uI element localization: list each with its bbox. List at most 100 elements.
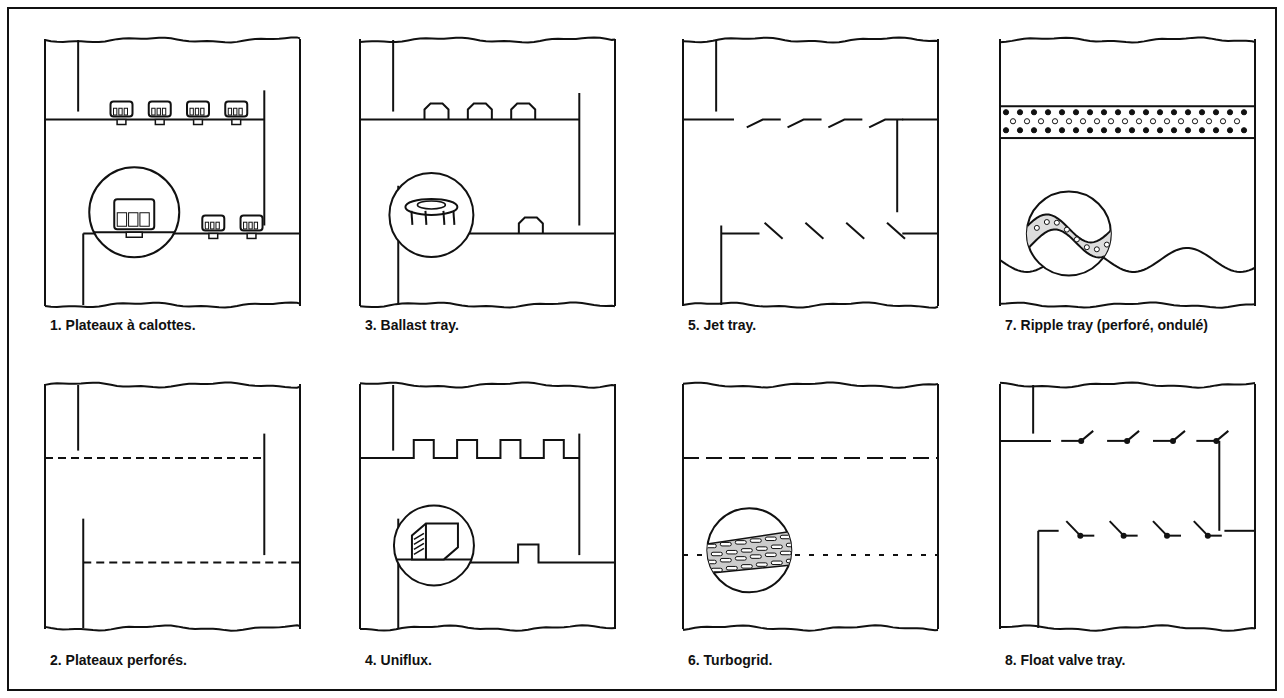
perforation [1003,110,1008,115]
tray-deck [360,119,579,121]
tray-deck [683,119,734,121]
ripple-band [1000,106,1255,138]
tray-panel [1000,382,1255,630]
figure-caption: 4. Uniflux. [363,651,434,669]
column-edge [45,37,300,42]
perforation [1157,110,1162,115]
column-edge [683,625,938,630]
grid-slot [735,541,746,545]
perforation [1031,110,1036,115]
bubble-cap [202,215,224,230]
grid-slot [720,542,731,546]
perforation [1143,110,1148,115]
perforation [1073,110,1078,115]
grid-slot [705,544,716,548]
perforation [1101,110,1106,115]
valve-hinge [1121,533,1127,539]
perforation [1206,119,1211,124]
detail-view [1019,214,1126,257]
jet-tab [788,120,822,128]
figure-caption: 6. Turbogrid. [686,651,775,669]
cap-slot [228,108,231,115]
valve-disc [417,201,445,209]
tray-deck [1038,530,1058,532]
column-wall [44,39,46,306]
valve-hinge [1170,438,1176,444]
grid-slot [735,557,746,561]
grid-slot [756,563,767,567]
riser [194,120,203,125]
valve-leg [425,211,426,225]
detail-view [699,530,799,574]
tray-panel [683,37,938,307]
detail-circle [89,167,179,257]
float-valve [1194,521,1208,536]
detail-circle [389,173,473,257]
perforation [1129,128,1134,133]
grid-deck [683,457,938,459]
valve-hinge [1164,533,1170,539]
tray-deck [45,457,264,459]
downcomer [263,434,265,555]
column-edge [45,382,300,387]
column-wall [937,39,939,306]
perforation [1227,110,1232,115]
perforation [1066,119,1071,124]
cap-slot [201,108,204,115]
downcomer [578,434,580,555]
perforation [1234,119,1239,124]
perforation [1150,119,1155,124]
riser [232,120,241,125]
downcomer [82,519,84,628]
column-edge [1000,37,1255,42]
column-wall [682,39,684,306]
grid-slot [711,568,722,572]
column-edge [683,382,938,387]
grid-slot [771,545,782,549]
detail-circle [394,505,474,585]
perforation [1038,119,1043,124]
ballast-valve [468,104,492,120]
valve-hinge [1124,438,1130,444]
cap-slot [190,108,193,115]
perforation [1073,128,1078,133]
figure-caption: 8. Float valve tray. [1003,651,1127,669]
perforation [1122,119,1127,124]
riser [155,120,164,125]
detail-view [84,199,184,237]
grid-slot [771,561,782,565]
column-wall [999,39,1001,306]
perforation [1045,128,1050,133]
tray-deck [721,232,759,234]
perforation [1213,128,1218,133]
cap-slot [205,222,208,229]
figure-caption: 2. Plateaux perforés. [48,651,189,669]
grid-slot [765,553,776,557]
perforation [1010,119,1015,124]
cap-slot [124,108,127,115]
column-wall [299,39,301,306]
perforation [1157,128,1162,133]
valve-hinge [1213,438,1219,444]
jet-tab [846,223,864,239]
column-edge [360,382,615,387]
column-wall [614,39,616,306]
cap-slot [239,108,242,115]
grid-slot [726,550,737,554]
valve-disc [405,199,457,215]
perforation [1241,128,1246,133]
riser [126,232,142,237]
riser [209,233,218,238]
perforation [1213,110,1218,115]
jet-tab [765,223,783,239]
perforation [1031,128,1036,133]
jet-tab [805,223,823,239]
ballast-valve [519,217,543,233]
perforation [1199,110,1204,115]
cap-slot [414,548,424,554]
column-wall [614,384,616,629]
jet-tab [747,120,781,128]
perforation [1115,128,1120,133]
